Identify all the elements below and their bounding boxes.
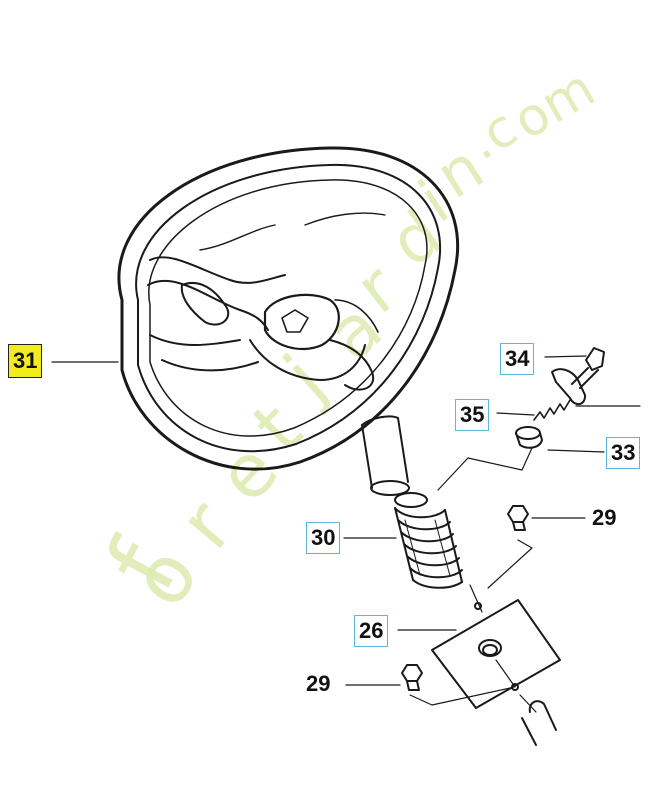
assembly-lines [409,447,537,713]
bolt-part-29-top [507,505,529,531]
callout-26[interactable]: 26 [354,615,389,647]
callout-34[interactable]: 34 [500,343,535,375]
callout-31[interactable]: 31 [8,344,43,378]
spring-part-30 [394,492,463,589]
lower-shaft [521,700,557,746]
plate-part-26 [431,599,561,709]
steering-wheel [117,146,460,471]
callout-29-top[interactable]: 29 [592,505,617,530]
bolt-part-34 [551,347,605,406]
bolt-part-29-bottom [401,664,423,691]
spring-part-35 [533,399,571,421]
leader-lines [51,355,641,686]
washer-part-33 [515,426,543,449]
callout-35[interactable]: 35 [455,399,490,431]
steering-column [361,415,410,496]
callout-33[interactable]: 33 [606,437,641,469]
callout-30[interactable]: 30 [306,522,341,554]
callout-29-bottom[interactable]: 29 [306,671,331,696]
